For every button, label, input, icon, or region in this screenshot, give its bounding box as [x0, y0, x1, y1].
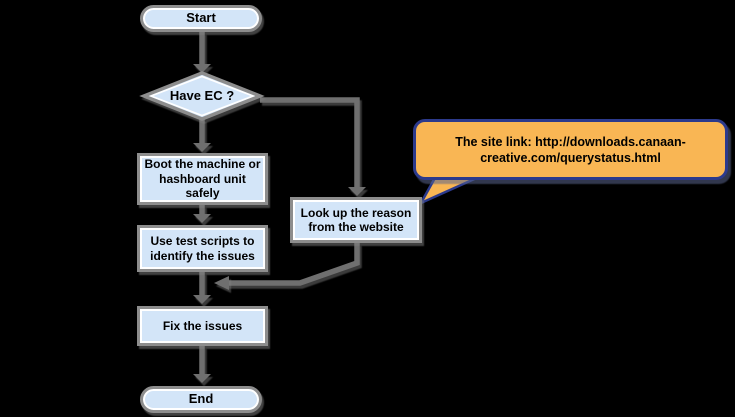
arrowhead-into-decision [193, 64, 211, 73]
node-test-scripts-label: Use test scripts to identify the issues [150, 234, 255, 263]
site-link-line1: The site link: http://downloads.canaan- [455, 134, 686, 149]
node-fix-issues-label: Fix the issues [162, 318, 243, 333]
node-lookup-reason-label: Look up the reason from the website [300, 205, 412, 235]
site-link-line2: creative.com/querystatus.html [480, 150, 661, 165]
arrowhead-into-fix [193, 295, 211, 304]
edge-decision-to-lookup [260, 97, 360, 188]
edge-lookup-to-fix [227, 243, 360, 286]
node-decision-label: Have EC ? [169, 88, 235, 103]
node-fix-issues: Fix the issues [137, 306, 268, 346]
arrowhead-into-test [193, 214, 211, 223]
arrowhead-lookup-merge [214, 276, 229, 290]
arrowhead-into-boot [193, 143, 211, 152]
arrowheads [193, 64, 366, 383]
arrowhead-into-lookup [348, 187, 366, 196]
node-end: End [140, 386, 262, 413]
node-start: Start [140, 5, 262, 32]
node-lookup-reason: Look up the reason from the website [290, 197, 422, 243]
node-boot-machine-label: Boot the machine or hashboard unit safel… [144, 157, 261, 201]
node-boot-machine: Boot the machine or hashboard unit safel… [137, 153, 268, 205]
decision-diamond [139, 71, 265, 121]
decision-shape [139, 71, 265, 121]
site-link-callout: The site link: http://downloads.canaan- … [413, 119, 728, 180]
node-end-label: End [188, 391, 214, 407]
node-test-scripts: Use test scripts to identify the issues [137, 225, 268, 272]
node-start-label: Start [186, 10, 216, 26]
callout-tail [418, 174, 482, 206]
decision-diamond-inner-stroke [148, 75, 256, 117]
connector-lines [199, 32, 360, 375]
arrowhead-into-end [193, 374, 211, 383]
